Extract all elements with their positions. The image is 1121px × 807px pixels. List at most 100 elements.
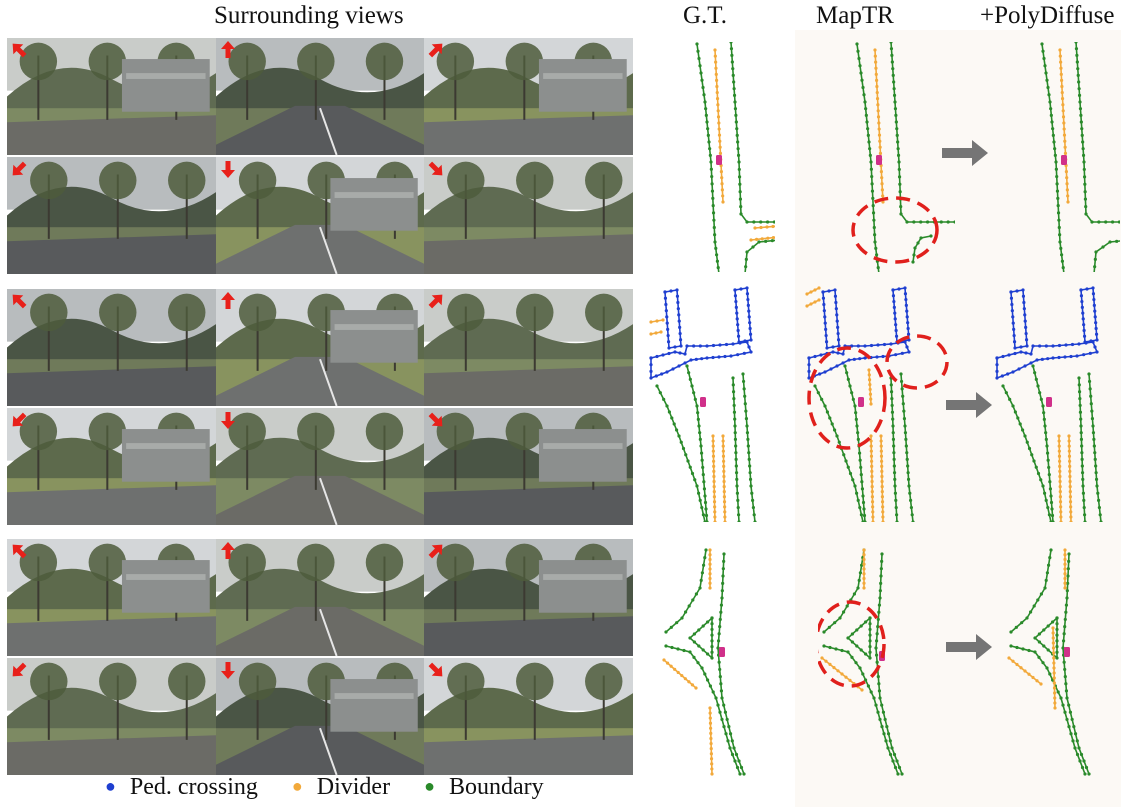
boundary-curve-points [744, 239, 774, 269]
legend: ●Ped. crossing ●Divider ●Boundary [105, 774, 572, 801]
ped-crossing-left-points [1009, 288, 1029, 350]
camera-direction-arrow-icon [428, 294, 443, 309]
boundary-d [900, 373, 914, 522]
camera-direction-arrow-icon [428, 43, 443, 58]
camera-view [7, 539, 216, 656]
camera-direction-arrow-icon [12, 43, 27, 58]
boundary-right-points [729, 42, 775, 224]
camera-view [424, 408, 633, 525]
ped-crossing-left [664, 289, 682, 349]
camera-image [424, 157, 633, 274]
island [1033, 617, 1058, 660]
header-maptr: MapTR [816, 2, 894, 29]
camera-image [424, 38, 633, 155]
camera-direction-arrow-icon [221, 292, 235, 309]
divider-2 [1068, 435, 1072, 522]
boundary-a-points [1001, 384, 1053, 522]
ped-crossing-right-points [733, 286, 753, 344]
boundary-bottom [665, 645, 741, 775]
boundary-dot-icon: ● [424, 776, 435, 796]
maptr-map-1 [851, 42, 955, 272]
boundary-bottom-points [822, 644, 900, 776]
boundary-right-points [716, 552, 746, 776]
boundary-c-points [1077, 376, 1087, 522]
boundary-b [686, 365, 708, 522]
camera-view [7, 38, 216, 155]
boundary-a-points [813, 384, 865, 522]
boundary-c [890, 377, 898, 522]
ped-crossing-right [1080, 287, 1098, 343]
boundary-d-points [1087, 372, 1103, 522]
ped-crossing-left [1010, 289, 1028, 349]
camera-direction-arrow-icon [221, 41, 235, 58]
divider-top-points [708, 548, 712, 590]
ego-vehicle-icon [700, 397, 706, 407]
camera-image [7, 658, 216, 775]
divider-stub [806, 299, 820, 307]
camera-direction-arrow-icon [12, 294, 27, 309]
divider-2-points [1067, 434, 1073, 522]
camera-image [424, 408, 633, 525]
ped-crossing-horizontal-points [995, 340, 1099, 380]
divider-stub-points [805, 298, 821, 308]
divider-1-points [869, 434, 875, 522]
camera-image [216, 289, 424, 406]
divider-top-points [1063, 548, 1067, 590]
divider-stub [806, 287, 820, 295]
gt-map-3 [662, 548, 746, 776]
divider-center-points [873, 48, 885, 204]
ego-vehicle-icon [719, 647, 725, 657]
island-points [846, 616, 872, 660]
divider-stub-points [649, 318, 665, 324]
boundary-right-points [1074, 42, 1120, 224]
island-points [688, 616, 714, 660]
divider-side-points [753, 224, 775, 230]
maptr-map-2 [805, 286, 949, 522]
camera-direction-arrow-icon [12, 544, 27, 559]
header-gt: G.T. [683, 2, 727, 29]
boundary-d [1088, 373, 1102, 522]
boundary-b-points [1031, 364, 1055, 522]
boundary-b-points [843, 364, 867, 522]
boundary-bottom [1010, 645, 1086, 775]
divider-center-points [1058, 48, 1070, 204]
boundary-c [732, 377, 740, 522]
boundary-bottom [823, 645, 899, 775]
divider-stub-points [805, 286, 821, 296]
boundary-right [890, 42, 955, 223]
divider-side-points [1007, 656, 1043, 686]
camera-view [216, 539, 424, 656]
divider-1-points [1057, 434, 1063, 522]
polydiffuse-map-2 [995, 286, 1103, 522]
boundary-a-points [655, 384, 707, 522]
boundary-curve-points [1093, 239, 1119, 269]
camera-view [7, 408, 216, 525]
boundary-c [1078, 377, 1086, 522]
ego-vehicle-icon [716, 155, 722, 165]
ped-crossing-left [822, 289, 840, 349]
divider-1 [1058, 435, 1062, 522]
legend-ped-crossing: ●Ped. crossing [105, 774, 258, 800]
ego-vehicle-icon [1061, 155, 1067, 165]
divider-dot-icon: ● [291, 776, 303, 796]
camera-view [7, 157, 216, 274]
ego-vehicle-icon [858, 397, 864, 407]
camera-image [216, 157, 424, 274]
camera-image [424, 289, 633, 406]
boundary-left-points [855, 42, 880, 270]
boundary-bottom-points [1009, 644, 1087, 776]
boundary-b-points [685, 364, 709, 522]
camera-view [424, 658, 633, 775]
camera-view [7, 658, 216, 775]
error-highlight-circle [851, 196, 939, 264]
right-arrow-icon [946, 634, 992, 660]
camera-image [7, 408, 216, 525]
boundary-top-left [823, 549, 865, 633]
error-highlight-circle [818, 600, 886, 688]
camera-view [216, 38, 424, 155]
ego-vehicle-icon [876, 155, 882, 165]
error-highlight-circle [807, 346, 887, 450]
legend-boundary: ●Boundary [424, 774, 544, 800]
ped-crossing-right-points [1079, 286, 1099, 344]
boundary-right [730, 42, 775, 223]
